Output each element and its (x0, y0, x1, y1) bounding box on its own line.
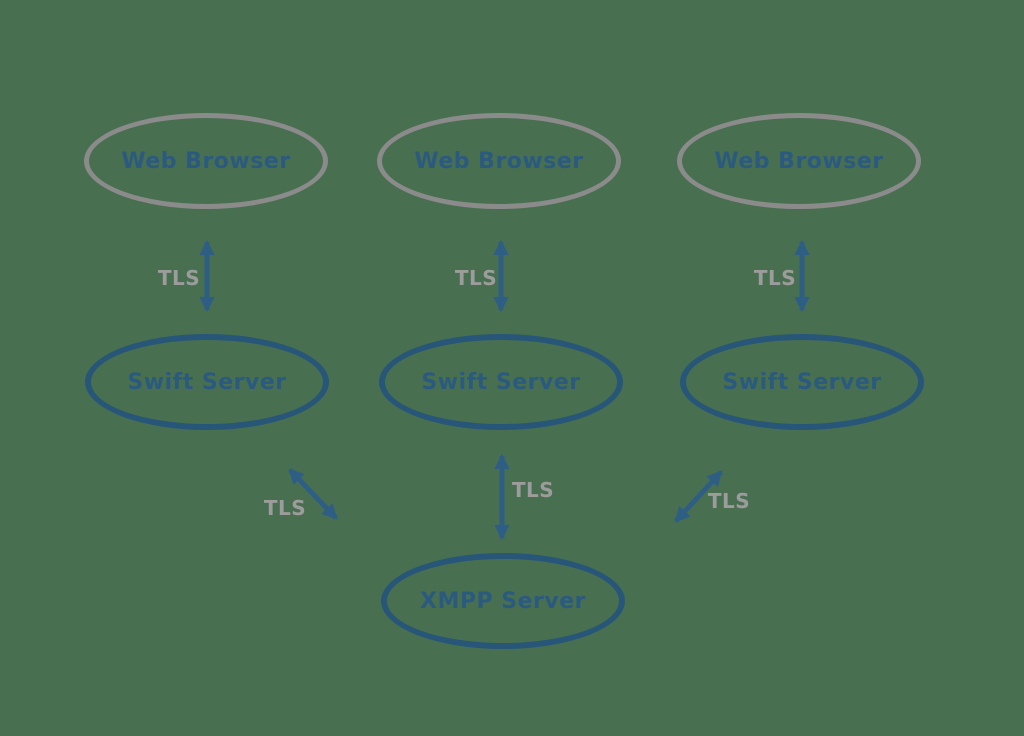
node-label: Swift Server (722, 369, 882, 395)
node-label: Web Browser (414, 148, 584, 174)
node-web-browser-3: Web Browser (677, 113, 921, 209)
node-label: Web Browser (714, 148, 884, 174)
tls-label-web2-swift2: TLS (454, 266, 498, 290)
node-label: Swift Server (421, 369, 581, 395)
node-web-browser-2: Web Browser (377, 113, 621, 209)
tls-label-swift3-xmpp: TLS (707, 489, 751, 513)
node-web-browser-1: Web Browser (84, 113, 328, 209)
node-label: Swift Server (127, 369, 287, 395)
node-xmpp-server: XMPP Server (381, 553, 625, 649)
node-swift-server-1: Swift Server (85, 334, 329, 430)
node-swift-server-2: Swift Server (379, 334, 623, 430)
node-swift-server-3: Swift Server (680, 334, 924, 430)
node-label: Web Browser (121, 148, 291, 174)
tls-label-swift1-xmpp: TLS (263, 496, 307, 520)
tls-label-swift2-xmpp: TLS (511, 478, 555, 502)
node-label: XMPP Server (420, 588, 586, 614)
tls-label-web1-swift1: TLS (157, 266, 201, 290)
tls-label-web3-swift3: TLS (753, 266, 797, 290)
